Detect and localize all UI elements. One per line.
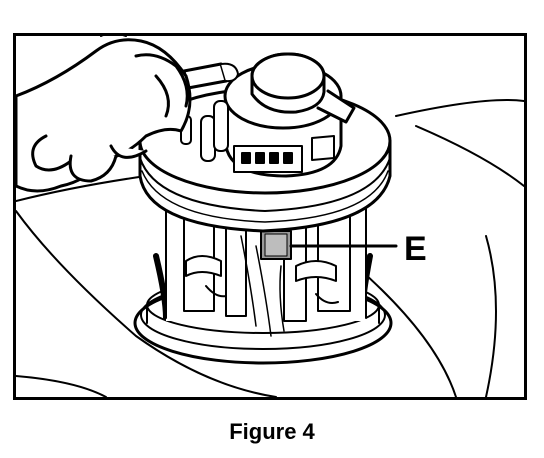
figure-frame: E bbox=[13, 33, 527, 400]
tank-surface bbox=[16, 99, 524, 397]
fuel-pump-illustration bbox=[16, 36, 524, 397]
flange-fittings bbox=[180, 62, 239, 162]
figure-caption: Figure 4 bbox=[229, 419, 315, 444]
callout-label-e: E bbox=[404, 230, 427, 268]
pump-top-housing bbox=[223, 52, 356, 178]
hand bbox=[16, 36, 192, 193]
pump-body bbox=[165, 200, 367, 337]
